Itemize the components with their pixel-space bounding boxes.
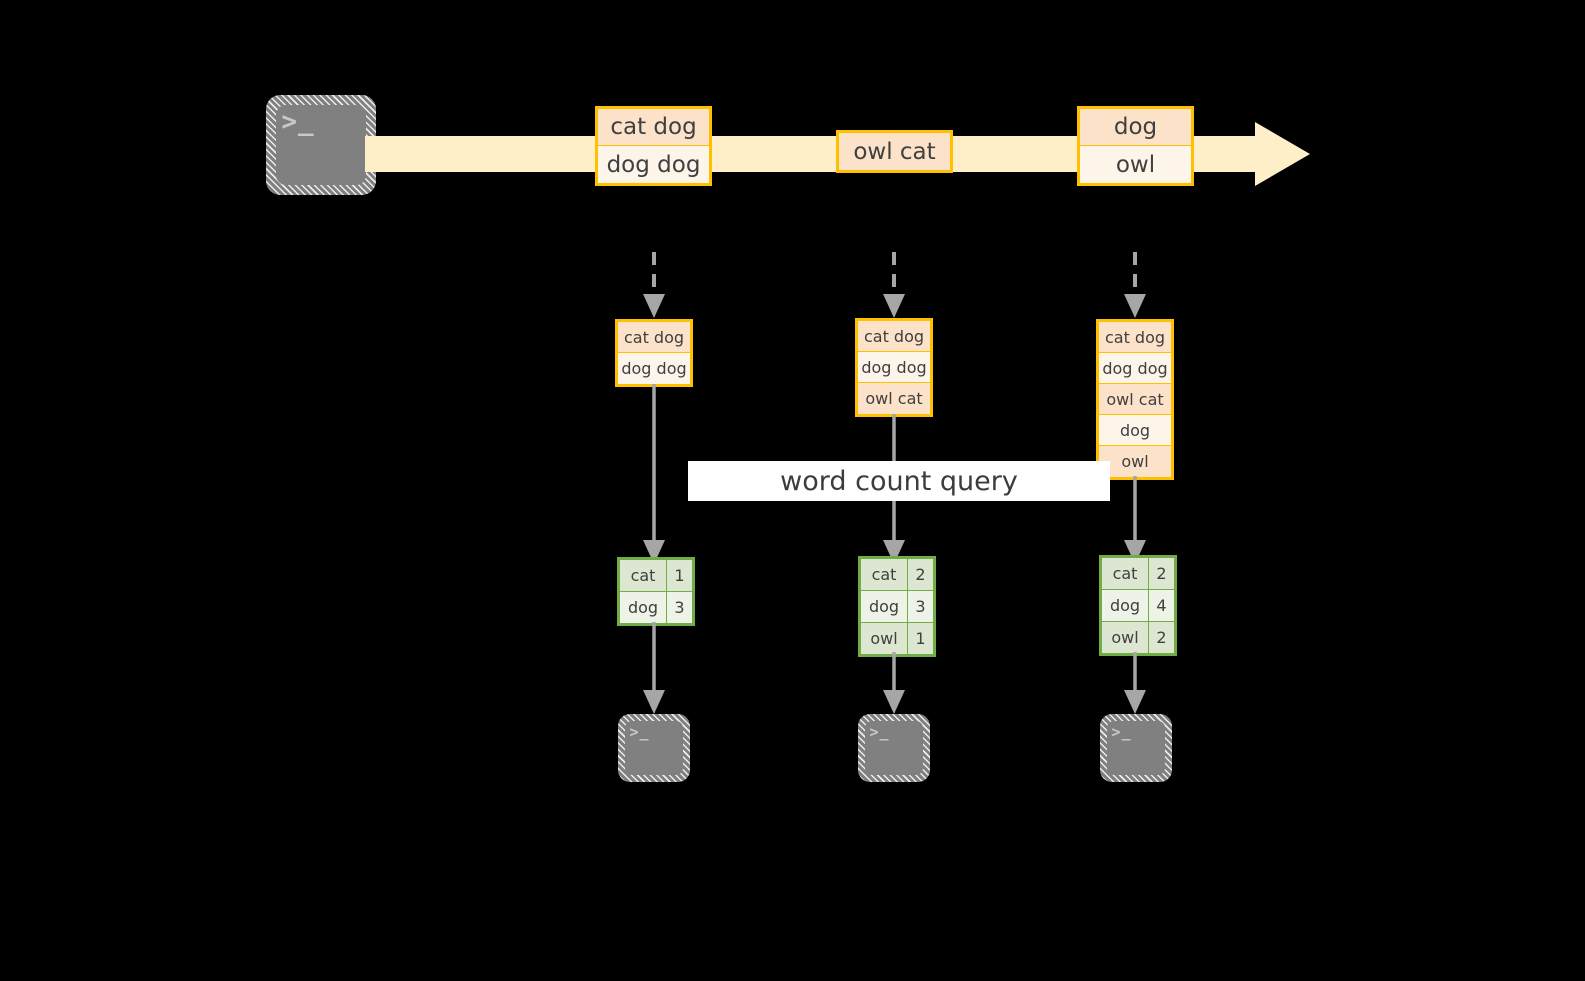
snapshot-2-input-line-1: cat dog	[858, 321, 930, 352]
snapshot-1-input-box: cat dog dog dog	[615, 319, 693, 387]
terminal-prompt-glyph: >_	[1111, 722, 1132, 741]
stream-batch-1: cat dog dog dog	[595, 106, 712, 186]
snapshot-1-input-line-2: dog dog	[618, 353, 690, 384]
terminal-screen	[625, 721, 683, 775]
table-row: owl 1	[861, 623, 933, 654]
snapshot-2-result-word-2: dog	[861, 591, 908, 622]
stream-batch-3-line-2: owl	[1080, 146, 1191, 183]
dashed-down-arrow-icon-2	[880, 252, 908, 320]
snapshot-3-result-table: cat 2 dog 4 owl 2	[1099, 555, 1177, 656]
table-row: cat 2	[861, 559, 933, 591]
sink-arrow-2	[880, 652, 908, 716]
table-row: dog 3	[861, 591, 933, 623]
snapshot-3-input-line-1: cat dog	[1099, 322, 1171, 353]
terminal-screen	[276, 105, 366, 185]
stream-batch-3-line-1: dog	[1080, 109, 1191, 146]
snapshot-3-input-line-4: dog	[1099, 415, 1171, 446]
snapshot-2-result-count-1: 2	[908, 559, 933, 590]
snapshot-3-input-box: cat dog dog dog owl cat dog owl	[1096, 319, 1174, 480]
snapshot-1-result-count-2: 3	[667, 592, 692, 623]
source-terminal-icon: >_	[266, 95, 376, 195]
snapshot-1-input-line-1: cat dog	[618, 322, 690, 353]
query-arrow-3	[1121, 476, 1149, 566]
stream-batch-3: dog owl	[1077, 106, 1194, 186]
snapshot-2-result-count-3: 1	[908, 623, 933, 654]
terminal-prompt-glyph: >_	[869, 722, 890, 741]
snapshot-3-sink-terminal-icon: >_	[1100, 714, 1172, 782]
stream-batch-2-line-1: owl cat	[839, 133, 950, 170]
snapshot-1-result-word-1: cat	[620, 560, 667, 591]
snapshot-1-sink-terminal-icon: >_	[618, 714, 690, 782]
table-row: dog 3	[620, 592, 692, 623]
snapshot-3-result-count-3: 2	[1149, 622, 1174, 653]
stream-batch-2: owl cat	[836, 130, 953, 173]
snapshot-3-result-count-1: 2	[1149, 558, 1174, 589]
table-row: dog 4	[1102, 590, 1174, 622]
query-arrow-1	[640, 384, 668, 566]
terminal-prompt-glyph: >_	[629, 722, 650, 741]
terminal-prompt-glyph: >_	[281, 107, 315, 137]
snapshot-2-sink-terminal-icon: >_	[858, 714, 930, 782]
snapshot-1-result-table: cat 1 dog 3	[617, 557, 695, 626]
snapshot-3-input-line-2: dog dog	[1099, 353, 1171, 384]
snapshot-2-input-line-3: owl cat	[858, 383, 930, 414]
snapshot-3-input-line-3: owl cat	[1099, 384, 1171, 415]
snapshot-1-result-count-1: 1	[667, 560, 692, 591]
query-label: word count query	[688, 461, 1110, 501]
sink-arrow-3	[1121, 652, 1149, 716]
snapshot-3-result-count-2: 4	[1149, 590, 1174, 621]
snapshot-2-input-box: cat dog dog dog owl cat	[855, 318, 933, 417]
snapshot-3-result-word-3: owl	[1102, 622, 1149, 653]
stream-batch-1-line-2: dog dog	[598, 146, 709, 183]
dashed-down-arrow-icon-3	[1121, 252, 1149, 320]
snapshot-2-result-word-1: cat	[861, 559, 908, 590]
table-row: cat 1	[620, 560, 692, 592]
stream-batch-1-line-1: cat dog	[598, 109, 709, 146]
snapshot-3-result-word-2: dog	[1102, 590, 1149, 621]
snapshot-2-result-word-3: owl	[861, 623, 908, 654]
terminal-screen	[865, 721, 923, 775]
snapshot-2-input-line-2: dog dog	[858, 352, 930, 383]
sink-arrow-1	[640, 622, 668, 716]
snapshot-1-result-word-2: dog	[620, 592, 667, 623]
dashed-down-arrow-icon-1	[640, 252, 668, 320]
snapshot-2-result-count-2: 3	[908, 591, 933, 622]
terminal-screen	[1107, 721, 1165, 775]
snapshot-3-result-word-1: cat	[1102, 558, 1149, 589]
table-row: cat 2	[1102, 558, 1174, 590]
table-row: owl 2	[1102, 622, 1174, 653]
snapshot-3-input-line-5: owl	[1099, 446, 1171, 477]
snapshot-2-result-table: cat 2 dog 3 owl 1	[858, 556, 936, 657]
